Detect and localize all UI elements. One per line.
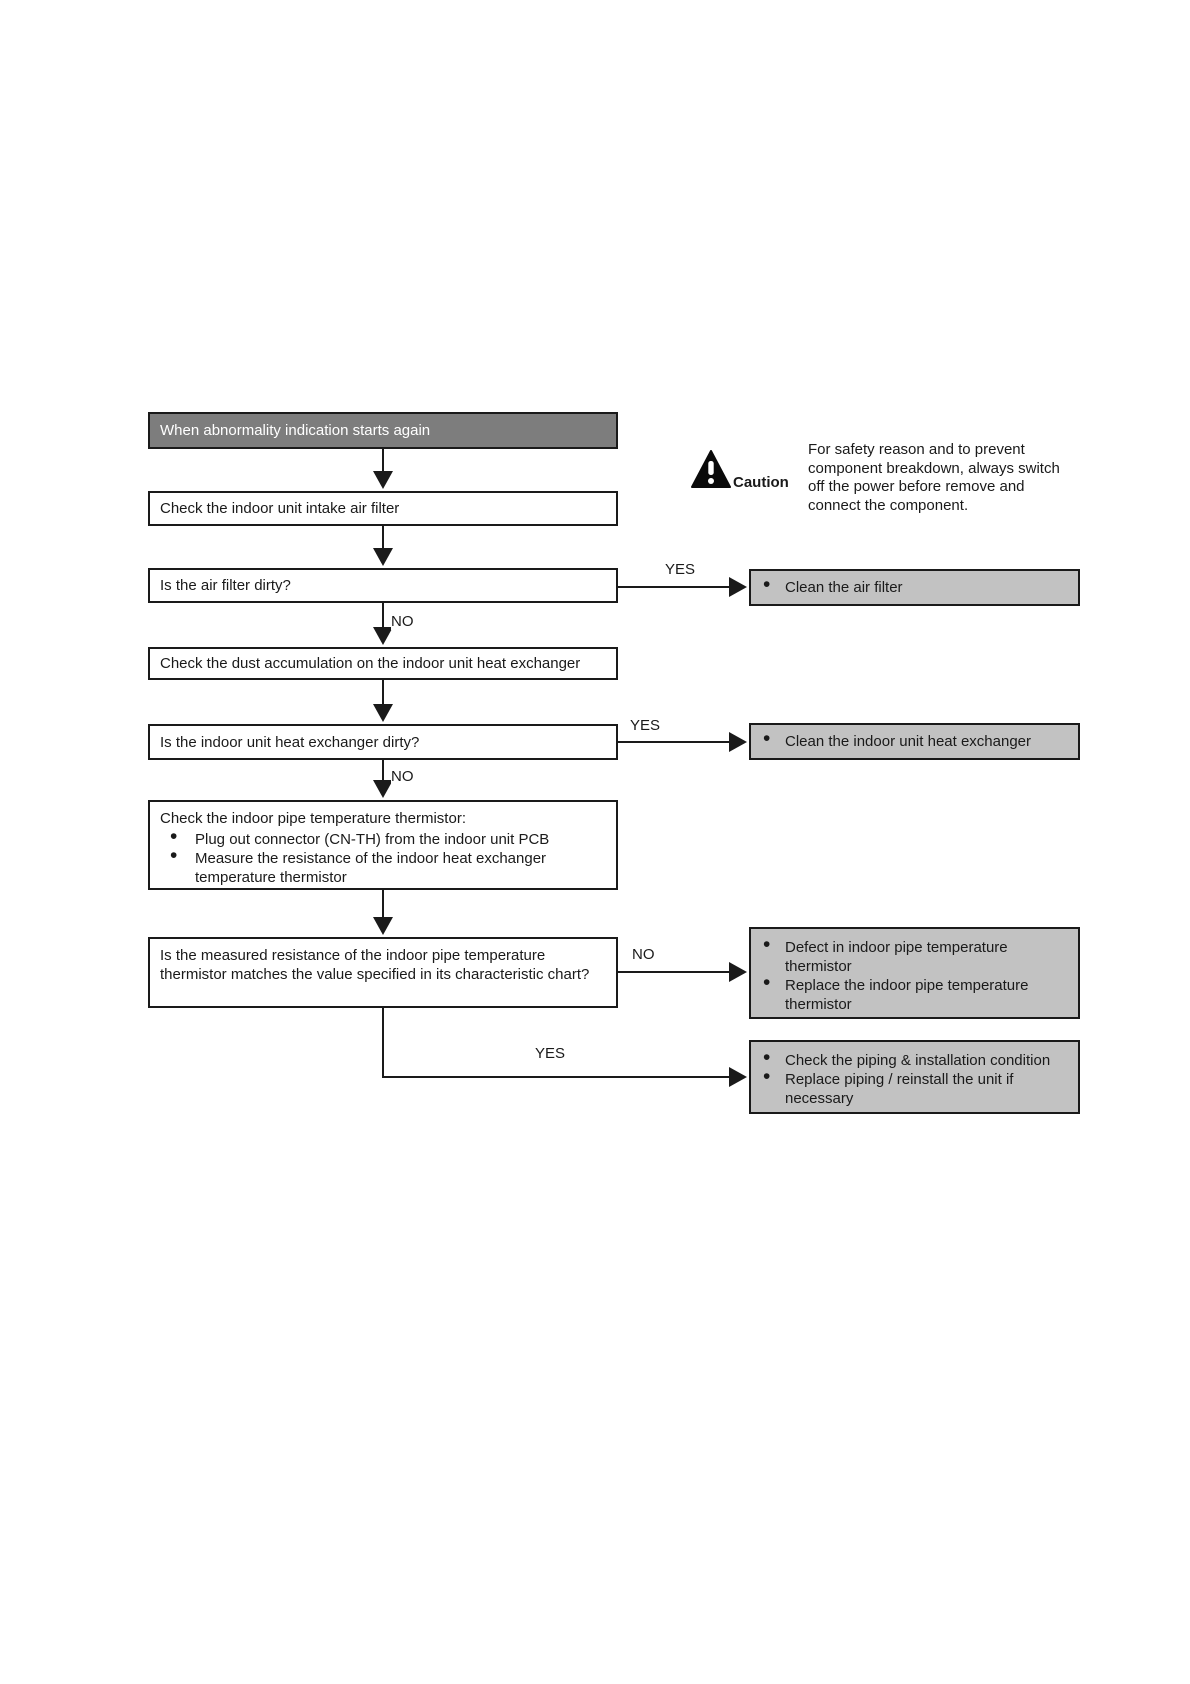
arrow-yes-to-check-piping [382, 1008, 747, 1087]
node-check-intake-filter-label: Check the indoor unit intake air filter [160, 500, 400, 517]
node-check-dust-accumulation: Check the dust accumulation on the indoo… [148, 647, 618, 680]
caution-icon [691, 450, 731, 488]
action-defect-thermistor-item: Replace the indoor pipe temperature ther… [751, 973, 1078, 1014]
caution-label: Caution [733, 474, 789, 491]
node-check-pipe-thermistor-step: Measure the resistance of the indoor hea… [160, 846, 606, 887]
node-is-resistance-match-label: Is the measured resistance of the indoor… [160, 947, 590, 983]
label-no-check-dust: NO [391, 613, 414, 630]
action-clean-air-filter-item: Clean the air filter [751, 575, 903, 597]
label-yes-clean-filter: YES [665, 561, 696, 578]
start-node-label: When abnormality indication starts again [160, 422, 431, 439]
action-check-piping-item: Check the piping & installation conditio… [751, 1048, 1078, 1070]
action-defect-thermistor: Defect in indoor pipe temperature thermi… [749, 927, 1080, 1019]
label-no-check-thermistor: NO [391, 768, 414, 785]
node-is-filter-dirty: Is the air filter dirty? [148, 568, 618, 603]
node-check-intake-filter: Check the indoor unit intake air filter [148, 491, 618, 526]
action-clean-heat-exchanger: Clean the indoor unit heat exchanger [749, 723, 1080, 760]
start-node: When abnormality indication starts again [148, 412, 618, 449]
action-defect-thermistor-item: Defect in indoor pipe temperature thermi… [751, 935, 1078, 976]
caution-note: For safety reason and to prevent compone… [808, 441, 1060, 514]
action-clean-air-filter: Clean the air filter [749, 569, 1080, 606]
node-is-heat-exchanger-dirty-label: Is the indoor unit heat exchanger dirty? [160, 733, 420, 751]
node-check-pipe-thermistor-title: Check the indoor pipe temperature thermi… [160, 810, 466, 827]
action-check-piping-item: Replace piping / reinstall the unit if n… [751, 1067, 1078, 1108]
node-is-resistance-match: Is the measured resistance of the indoor… [148, 937, 618, 1008]
label-yes-check-piping: YES [535, 1045, 566, 1062]
action-clean-heat-exchanger-item: Clean the indoor unit heat exchanger [751, 729, 1031, 751]
node-is-filter-dirty-label: Is the air filter dirty? [160, 577, 291, 594]
label-no-defect-thermistor: NO [632, 946, 655, 963]
node-is-heat-exchanger-dirty: Is the indoor unit heat exchanger dirty? [148, 724, 618, 760]
node-check-pipe-thermistor: Check the indoor pipe temperature thermi… [148, 800, 618, 890]
node-check-pipe-thermistor-step: Plug out connector (CN-TH) from the indo… [160, 827, 606, 849]
node-check-dust-accumulation-label: Check the dust accumulation on the indoo… [160, 655, 581, 672]
action-check-piping: Check the piping & installation conditio… [749, 1040, 1080, 1114]
label-yes-clean-hx: YES [630, 717, 661, 734]
